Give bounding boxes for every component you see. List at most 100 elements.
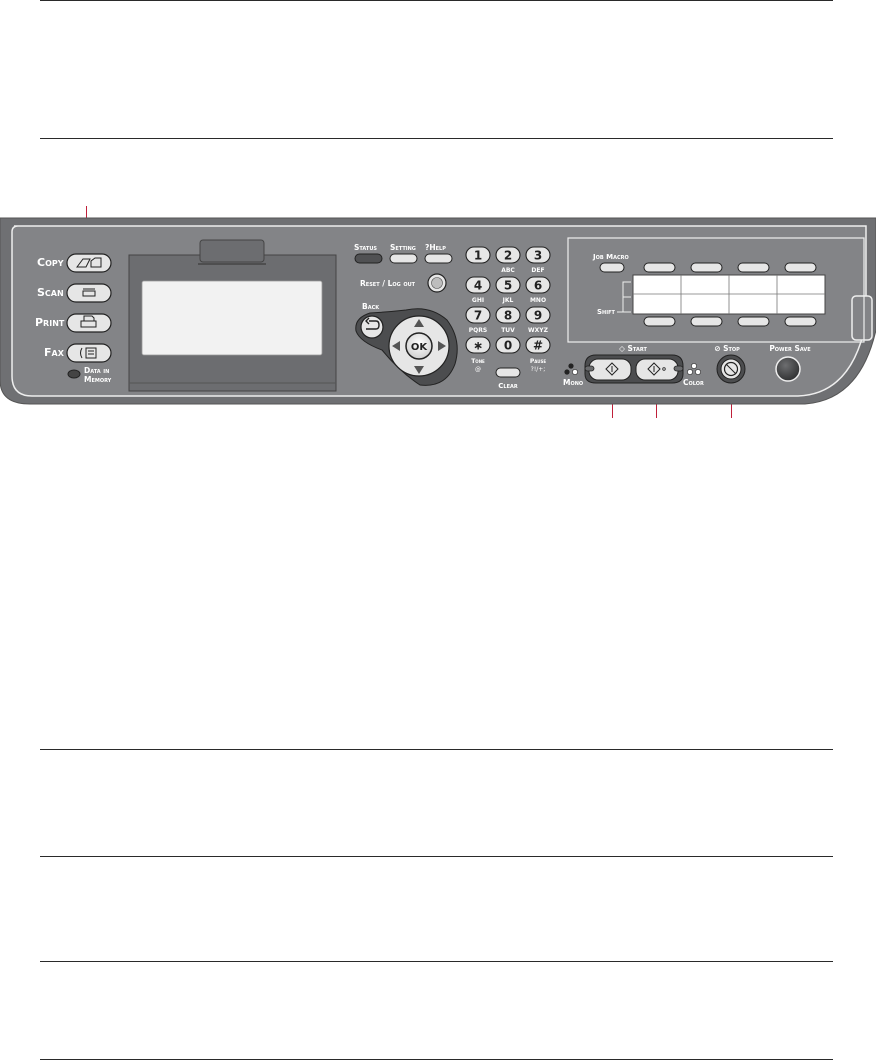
bottom-rule-2 <box>40 856 833 857</box>
shift-label: Shift <box>597 308 616 316</box>
keypad-key-0[interactable] <box>495 336 521 354</box>
keypad-key-2-label: 2 <box>504 249 512 263</box>
color-start-icon-dot <box>662 367 666 371</box>
top-rule-2 <box>40 138 833 139</box>
keypad-key-star[interactable] <box>465 336 491 354</box>
fax-label: Fax <box>44 346 65 359</box>
keypad-key-9-label: 9 <box>534 309 542 323</box>
one-touch-button-4[interactable] <box>784 262 817 273</box>
scan-button[interactable] <box>66 283 112 303</box>
one-touch-button-2[interactable] <box>690 262 723 273</box>
nav-right-button[interactable] <box>438 341 446 351</box>
help-label: ?Help <box>425 243 446 252</box>
bottom-rule-1 <box>40 749 833 750</box>
one-touch-panel <box>567 237 865 343</box>
keypad-key-3[interactable] <box>525 246 551 264</box>
status-button[interactable] <box>354 253 383 264</box>
color-start-button[interactable] <box>635 358 679 381</box>
one-touch-button-7[interactable] <box>737 316 770 327</box>
keypad-key-6-letters: MNO <box>530 297 546 304</box>
copy-button[interactable] <box>66 253 112 273</box>
keypad-key-9-letters: WXYZ <box>528 327 549 334</box>
fax-button[interactable] <box>66 343 112 363</box>
shift-bracket <box>617 281 631 313</box>
tone-label-1: Tone <box>471 358 485 365</box>
data-in-memory-led <box>67 369 81 379</box>
keypad-key-1[interactable] <box>465 246 491 264</box>
lcd-display <box>141 280 323 356</box>
print-button[interactable] <box>66 313 112 333</box>
one-touch-button-8[interactable] <box>784 316 817 327</box>
stop-icon <box>723 361 739 377</box>
keypad-key-4-letters: GHI <box>472 297 484 304</box>
keypad-key-8-label: 8 <box>504 309 512 323</box>
keypad-key-6[interactable] <box>525 276 551 294</box>
keypad-key-7[interactable] <box>465 306 491 324</box>
one-touch-button-3[interactable] <box>737 262 770 273</box>
start-label: ◇ Start <box>619 344 647 353</box>
keypad-key-3-label: 3 <box>534 249 542 263</box>
tone-label-2: @ <box>475 366 481 373</box>
keypad-key-9[interactable] <box>525 306 551 324</box>
mono-toner-icon <box>564 363 578 375</box>
back-arrow-icon <box>365 317 380 330</box>
back-label: Back <box>362 302 380 311</box>
scan-icon <box>82 288 96 297</box>
keypad-key-7-letters: PQRS <box>469 327 487 334</box>
color-label: Color <box>683 378 704 387</box>
keypad-key-4[interactable] <box>465 276 491 294</box>
clear-label: Clear <box>498 382 518 390</box>
clear-button[interactable] <box>495 367 521 378</box>
keypad-key-2-letters: ABC <box>501 267 515 274</box>
keypad-key-3-letters: DEF <box>531 267 544 274</box>
keypad-key-7-label: 7 <box>474 309 482 323</box>
back-button[interactable] <box>360 315 384 339</box>
keypad-key-hash-label: # <box>533 339 543 353</box>
mono-label: Mono <box>563 378 583 387</box>
keypad-key-8-letters: TUV <box>501 327 515 334</box>
setting-button[interactable] <box>389 253 418 264</box>
keypad-key-5-label: 5 <box>504 279 512 293</box>
job-macro-label: Job Macro <box>592 253 629 261</box>
job-macro-button[interactable] <box>599 262 625 273</box>
scan-label: Scan <box>37 286 64 299</box>
keypad-key-6-label: 6 <box>534 279 542 293</box>
pause-label-2: ?!/+; <box>531 366 546 373</box>
print-icon <box>80 315 97 328</box>
copy-icon <box>76 257 102 268</box>
data-in-memory-label-1: Data in <box>84 366 109 375</box>
help-button[interactable] <box>424 253 453 264</box>
panel-side-tab <box>851 295 873 341</box>
status-label: Status <box>354 243 377 252</box>
reset-logout-label: Reset / Log out <box>360 279 416 288</box>
keypad-key-star-label: ∗ <box>473 339 483 353</box>
power-save-button[interactable] <box>775 356 801 382</box>
nav-left-button[interactable] <box>392 341 400 351</box>
data-in-memory-label-2: Memory <box>84 375 112 384</box>
nav-down-button[interactable] <box>414 366 424 374</box>
one-touch-button-6[interactable] <box>690 316 723 327</box>
mono-start-icon <box>605 362 619 376</box>
one-touch-button-1[interactable] <box>643 262 676 273</box>
print-label: Print <box>35 316 65 329</box>
nav-up-button[interactable] <box>414 319 424 327</box>
power-save-label: Power Save <box>769 344 811 353</box>
setting-label: Setting <box>390 243 416 252</box>
bottom-rule-4 <box>40 1059 833 1060</box>
color-start-icon <box>647 362 661 376</box>
screen-tilt-handle[interactable] <box>199 239 265 263</box>
one-touch-button-5[interactable] <box>643 316 676 327</box>
keypad-key-2[interactable] <box>495 246 521 264</box>
keypad-key-5[interactable] <box>495 276 521 294</box>
keypad-key-hash[interactable] <box>525 336 551 354</box>
ok-label: OK <box>411 342 429 353</box>
stop-label: ⊘ Stop <box>714 344 740 353</box>
keypad-key-8[interactable] <box>495 306 521 324</box>
top-rule-1 <box>40 0 833 1</box>
mono-start-button[interactable] <box>588 358 632 381</box>
ok-button[interactable] <box>405 332 433 360</box>
color-toner-icon <box>687 363 701 375</box>
keypad-key-0-label: 0 <box>504 339 512 353</box>
